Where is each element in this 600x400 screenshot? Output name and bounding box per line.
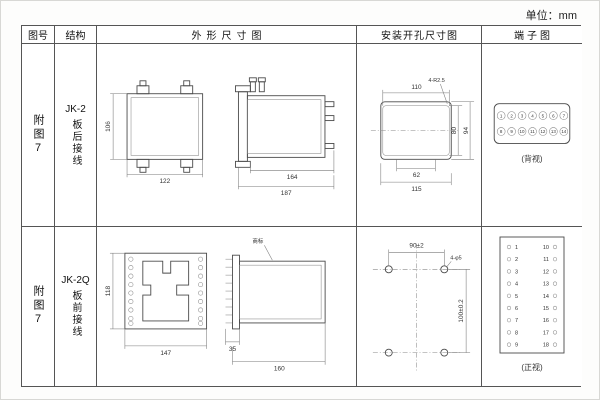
- dim-label: 80: [451, 127, 458, 135]
- dim-label: 100±0.2: [458, 299, 465, 323]
- dim-label: 90±2: [409, 242, 424, 249]
- dim-label: 164: [287, 174, 298, 181]
- header-outline: 外形尺寸图: [97, 26, 357, 44]
- dim-label: 94: [463, 127, 470, 135]
- terminal-number: 2: [515, 257, 518, 263]
- terminal-number: 6: [552, 113, 555, 118]
- terminal-number: 9: [510, 129, 513, 134]
- corner-radius-label: 4-R2.5: [428, 78, 444, 84]
- terminal-number: 7: [563, 113, 566, 118]
- row1-structure: JK-2 板后接线: [55, 44, 97, 227]
- jk2-outline-drawing: 106 122: [105, 77, 335, 197]
- terminal-number: 10: [543, 245, 549, 251]
- row2-outline-cell: 118 147 商标 35: [97, 227, 357, 386]
- dim-label: 115: [411, 186, 422, 193]
- row2-terminal-cell: 1 2 3 4 5 6 7 8 9 10 11 12 13 14 15 16 1…: [482, 227, 582, 386]
- row2-wiring-label: 板前接线: [70, 290, 81, 338]
- dim-label: 106: [105, 121, 112, 132]
- row1-fig-no: 附图7: [22, 44, 55, 227]
- jk2-terminal-diagram: 1 2 3 4 5 6 7 8 9 10 11 12 13 14 (背视): [493, 103, 571, 163]
- row2-fig-label: 附图7: [32, 285, 44, 328]
- jk2q-outline-drawing: 118 147 商标 35: [105, 237, 326, 373]
- row2-model-label: JK-2Q: [61, 275, 90, 286]
- terminal-number: 6: [515, 306, 518, 312]
- view-label: (正视): [521, 362, 543, 372]
- terminal-number: 7: [515, 318, 518, 324]
- dim-label: 118: [105, 286, 112, 297]
- row1-fig-label: 附图7: [32, 113, 44, 157]
- dim-label: 147: [160, 350, 171, 357]
- terminal-number: 14: [561, 129, 566, 134]
- terminal-number: 8: [500, 129, 503, 134]
- header-terminal: 端子图: [482, 26, 582, 44]
- terminal-number: 1: [500, 113, 503, 118]
- terminal-number: 8: [515, 330, 518, 336]
- jk2q-terminal-diagram: 1 2 3 4 5 6 7 8 9 10 11 12 13 14 15 16 1…: [499, 236, 565, 372]
- terminal-number: 14: [543, 294, 549, 300]
- terminal-number: 11: [530, 129, 535, 134]
- terminal-number: 1: [515, 245, 518, 251]
- jk2-install-drawing: 110 4-R2.5 80 94 62: [370, 78, 475, 193]
- dim-label: 110: [411, 84, 422, 91]
- terminal-number: 15: [543, 306, 549, 312]
- view-label: (背视): [521, 153, 543, 163]
- row2-fig-no: 附图7: [22, 227, 55, 386]
- header-install: 安装开孔尺寸图: [357, 26, 482, 44]
- terminal-number: 12: [543, 269, 549, 275]
- row1-outline-cell: 106 122: [97, 44, 357, 227]
- terminal-number: 10: [520, 129, 525, 134]
- terminal-number: 3: [521, 113, 524, 118]
- terminal-number: 3: [515, 269, 518, 275]
- row1-model-label: JK-2: [65, 103, 86, 115]
- dim-label: 62: [413, 172, 421, 179]
- dim-label: 122: [159, 178, 170, 185]
- terminal-number: 16: [543, 318, 549, 324]
- row1-terminal-cell: 1 2 3 4 5 6 7 8 9 10 11 12 13 14 (背视): [482, 44, 582, 227]
- terminal-number: 18: [543, 343, 549, 349]
- terminal-number: 4: [515, 282, 518, 288]
- dim-label: 187: [281, 190, 292, 197]
- row2-structure: JK-2Q 板前接线: [55, 227, 97, 386]
- terminal-number: 12: [540, 129, 545, 134]
- terminal-number: 11: [543, 257, 549, 263]
- hole-label: 4-φ5: [450, 255, 461, 261]
- row1-wiring-label: 板后接线: [70, 118, 81, 167]
- row1-install-cell: 110 4-R2.5 80 94 62: [357, 44, 482, 227]
- row2-install-cell: 90±2 4-φ5 100±0.2: [357, 227, 482, 386]
- unit-label: 单位：mm: [525, 10, 577, 22]
- terminal-number: 13: [543, 282, 549, 288]
- terminal-number: 4: [531, 113, 534, 118]
- jk2q-install-drawing: 90±2 4-φ5 100±0.2: [372, 242, 471, 371]
- terminal-number: 13: [551, 129, 556, 134]
- terminal-number: 17: [543, 330, 549, 336]
- terminal-number: 2: [510, 113, 513, 118]
- header-structure: 结构: [55, 26, 97, 44]
- dim-label: 160: [274, 366, 285, 373]
- spec-table: 图号 结构 外形尺寸图 安装开孔尺寸图 端子图 附图7 JK-2 板后接线: [21, 25, 582, 387]
- terminal-number: 5: [515, 294, 518, 300]
- trademark-label: 商标: [252, 237, 263, 245]
- terminal-number: 5: [542, 113, 545, 118]
- header-fig-no: 图号: [22, 26, 55, 44]
- terminal-number: 9: [515, 343, 518, 349]
